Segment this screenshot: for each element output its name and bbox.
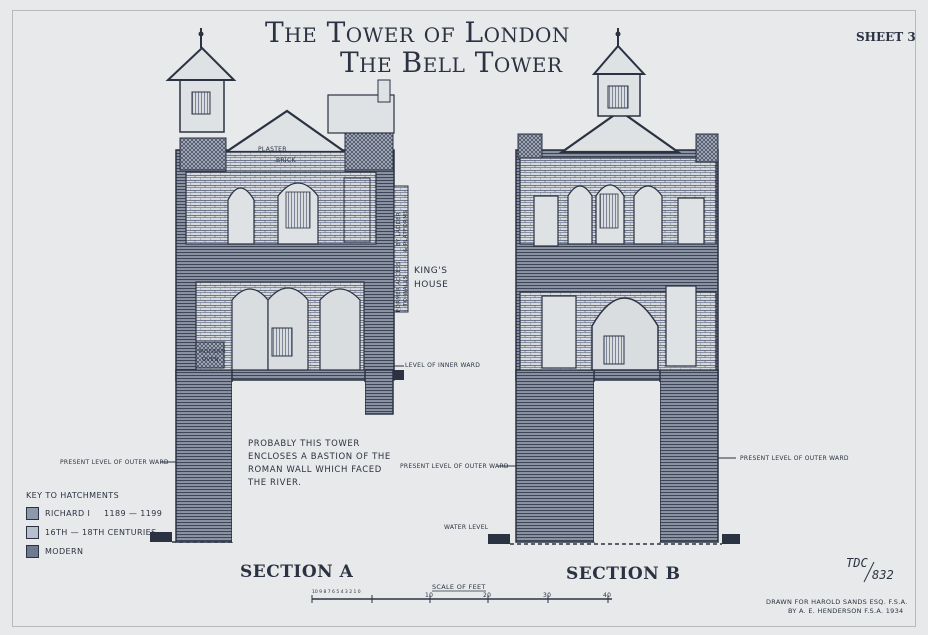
scale-tick-10: 10: [425, 592, 434, 599]
scale-label: SCALE OF FEET: [432, 583, 486, 591]
level-inner-ward-label: LEVEL OF INNER WARD: [405, 362, 481, 369]
section-a-label: SECTION A: [240, 562, 354, 582]
title-line-1: The Tower of London: [265, 16, 570, 49]
sheet-border: [12, 10, 916, 627]
key-swatch-richard: [26, 507, 39, 520]
scale-small-ticks: 10 9 8 7 6 5 4 3 2 1 0: [312, 590, 361, 595]
key-label-modern: MODERN: [45, 547, 84, 556]
scale-tick-40: 40: [603, 592, 612, 599]
catalogue-mark-slash: [863, 561, 875, 583]
key-label-richard: RICHARD I: [45, 509, 91, 518]
scale-tick-30: 30: [543, 592, 552, 599]
credit-line-1: DRAWN FOR HAROLD SANDS ESQ. F.S.A.: [766, 598, 908, 606]
catalogue-mark-1: TDC: [846, 556, 868, 570]
plaster-label: PLASTER: [258, 146, 287, 153]
present-level-outer-ward-b-right: PRESENT LEVEL OF OUTER WARD: [740, 455, 849, 462]
section-a-drawing: [150, 28, 409, 543]
kings-house-label-1: KING'S: [414, 266, 448, 276]
access-label-1: BY LADDER: [396, 212, 402, 246]
present-level-outer-ward-a: PRESENT LEVEL OF OUTER WARD: [60, 459, 169, 466]
kings-house-label-2: HOUSE: [414, 280, 449, 290]
note-line-4: THE RIVER.: [248, 478, 302, 488]
water-level-label: WATER LEVEL: [444, 524, 489, 531]
present-level-outer-ward-b-left: PRESENT LEVEL OF OUTER WARD: [400, 463, 509, 470]
key-swatch-modern: [26, 545, 39, 558]
access-label-4: TO WALLS: [403, 275, 409, 306]
access-label-2: & PLATFORMS: [403, 209, 409, 252]
key-swatch-16th-18th: [26, 526, 39, 539]
section-b-label: SECTION B: [566, 564, 681, 584]
sheet-label: SHEET 3: [856, 30, 916, 44]
scale-tick-20: 20: [483, 592, 492, 599]
access-label-3: FORMER ACCESS: [396, 261, 402, 312]
key-heading: KEY TO HATCHMENTS: [26, 491, 120, 500]
key-label-16th-18th: 16TH — 18TH CENTURIES: [45, 528, 157, 537]
title-line-2: The Bell Tower: [340, 46, 563, 79]
brick-label: BRICK: [276, 157, 296, 164]
note-line-2: ENCLOSES A BASTION OF THE: [248, 452, 391, 462]
scale-bar: [311, 590, 612, 603]
modern-oven-label-1: MODERN: [199, 349, 226, 355]
key-dates-richard: 1189 — 1199: [104, 509, 163, 518]
note-line-1: PROBABLY THIS TOWER: [248, 439, 360, 449]
credit-line-2: BY A. E. HENDERSON F.S.A. 1934: [788, 607, 904, 615]
modern-oven-label-2: OVEN: [202, 357, 219, 363]
catalogue-mark-2: 832: [872, 568, 894, 582]
note-line-3: ROMAN WALL WHICH FACED: [248, 465, 382, 475]
section-b-drawing: [488, 28, 740, 545]
